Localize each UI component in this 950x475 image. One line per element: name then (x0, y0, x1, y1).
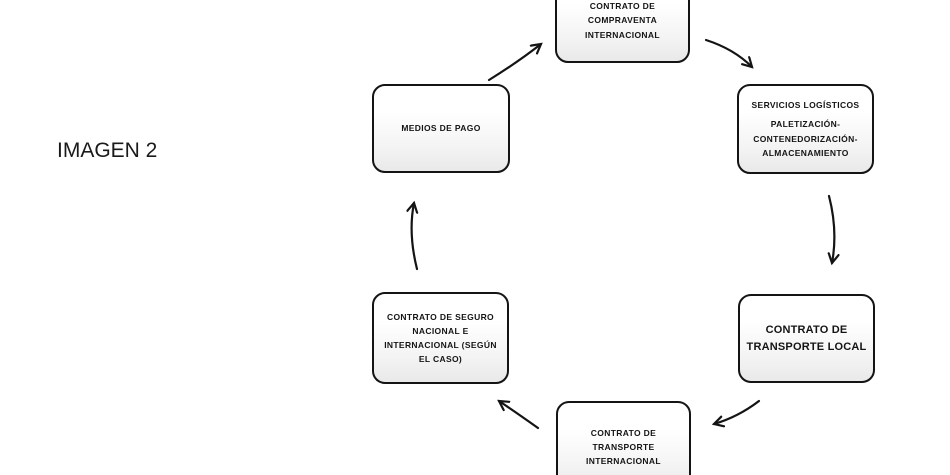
node-title: SERVICIOS LOGÍSTICOS (751, 100, 860, 111)
node-label: MEDIOS DE PAGO (401, 123, 481, 134)
node-servicios-logisticos: SERVICIOS LOGÍSTICOS PALETIZACIÓN- CONTE… (737, 84, 874, 174)
node-subtitle: PALETIZACIÓN- CONTENEDORIZACIÓN- ALMACEN… (753, 119, 858, 158)
node-label: CONTRATO DE TRANSPORTE INTERNACIONAL (586, 427, 661, 466)
arrow-compraventa-to-servicios (704, 38, 752, 67)
node-contrato-transporte-internacional: CONTRATO DE TRANSPORTE INTERNACIONAL (556, 401, 691, 475)
node-label: CONTRATO DE SEGURO NACIONAL E INTERNACIO… (384, 311, 497, 365)
node-label: CONTRATO DE TRANSPORTE LOCAL (746, 324, 867, 353)
node-contrato-compraventa-internacional: CONTRATO DE COMPRAVENTA INTERNACIONAL (555, 0, 690, 63)
arrow-medios-to-compraventa (487, 44, 541, 82)
node-contrato-transporte-local: CONTRATO DE TRANSPORTE LOCAL (738, 294, 875, 383)
arrow-internacional-to-seguro (499, 401, 540, 430)
node-label: CONTRATO DE COMPRAVENTA INTERNACIONAL (585, 1, 660, 40)
figure-label: IMAGEN 2 (57, 139, 158, 162)
arrow-seguro-to-medios (412, 203, 417, 271)
node-contrato-seguro: CONTRATO DE SEGURO NACIONAL E INTERNACIO… (372, 292, 509, 384)
node-medios-de-pago: MEDIOS DE PAGO (372, 84, 510, 173)
arrow-servicios-to-transporte-local (829, 194, 834, 263)
arrow-transporte-local-to-internacional (714, 399, 761, 424)
